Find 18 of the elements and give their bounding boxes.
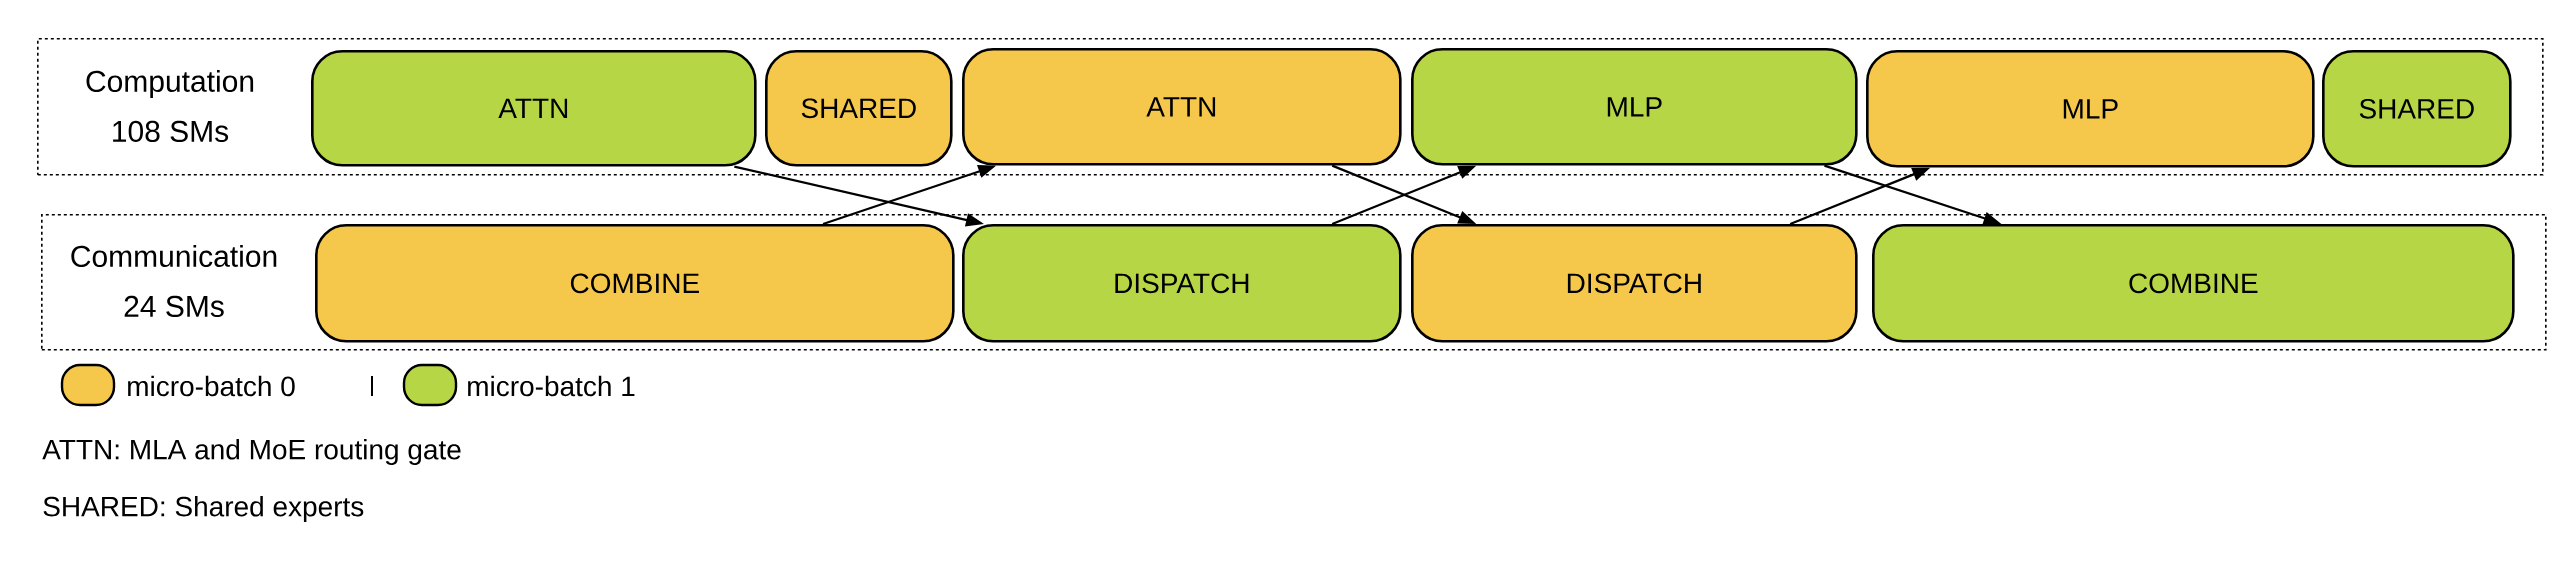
note-text: ATTN: MLA and MoE routing gate xyxy=(42,438,461,466)
dashed-group-frame xyxy=(41,214,2547,351)
process-box: DISPATCH xyxy=(1411,224,1858,343)
process-box: MLP xyxy=(1866,50,2315,168)
process-box: COMBINE xyxy=(315,224,955,343)
process-box: SHARED xyxy=(2322,50,2512,168)
process-box: DISPATCH xyxy=(962,224,1402,343)
process-box: ATTN xyxy=(311,50,757,167)
note-text: SHARED: Shared experts xyxy=(43,495,364,523)
process-box: ATTN xyxy=(962,48,1402,166)
legend-label: micro-batch 0 xyxy=(128,375,295,397)
row-label: Computation 108 SMs xyxy=(86,70,254,143)
dashed-group-frame xyxy=(37,38,2544,176)
process-box: SHARED xyxy=(765,50,953,167)
process-box: COMBINE xyxy=(1872,224,2515,343)
legend-label: micro-batch 1 xyxy=(468,375,635,397)
process-box: MLP xyxy=(1411,48,1858,166)
row-label: Communication 24 SMs xyxy=(71,245,277,318)
